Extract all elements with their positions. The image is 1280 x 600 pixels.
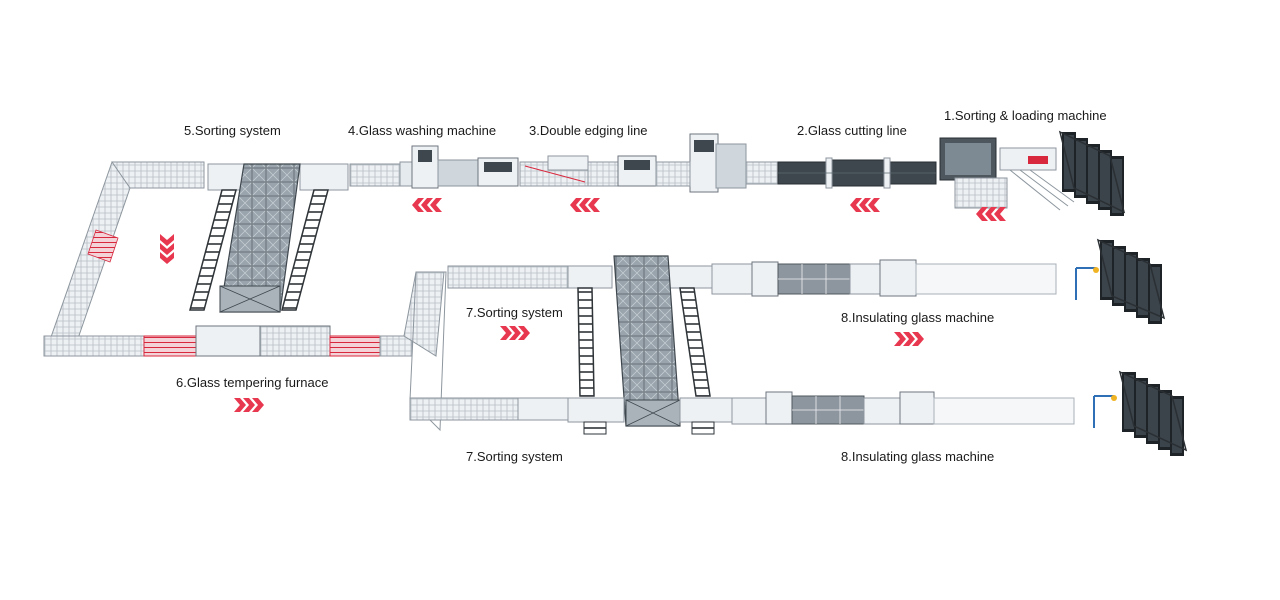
sorting-system-bottom [409, 397, 733, 435]
stage-1-label: 1.Sorting & loading machine [944, 108, 1107, 123]
chevron-arrow-icon [850, 198, 880, 212]
stage-8-label-middle: 8.Insulating glass machine [841, 310, 995, 325]
storage-racks-top-right [1058, 130, 1126, 216]
left-transfer-conveyor [49, 160, 205, 351]
chevron-arrow-icon [976, 207, 1006, 221]
stage-8-label-bottom: 8.Insulating glass machine [841, 449, 995, 464]
chevron-arrow-icon [500, 326, 530, 340]
glass-cutting-line [739, 157, 937, 189]
stage-4-label: 4.Glass washing machine [348, 123, 497, 138]
chevron-arrow-icon [570, 198, 600, 212]
storage-racks-bottom-right [1118, 370, 1188, 456]
stage-7-label-middle: 7.Sorting system [466, 305, 563, 320]
chevron-arrow-icon [412, 198, 442, 212]
stage-2-label: 2.Glass cutting line [797, 123, 907, 138]
stage-3-label: 3.Double edging line [529, 123, 648, 138]
stage-6-label: 6.Glass tempering furnace [176, 375, 329, 390]
insulating-glass-machine-middle [711, 259, 1099, 300]
stage-7-label-bottom: 7.Sorting system [466, 449, 563, 464]
sorting-system-top [189, 163, 349, 313]
double-edging-line [519, 155, 691, 187]
sorting-system-middle [447, 255, 713, 427]
glass-washing-machine [349, 145, 519, 189]
edge-deletion-station [689, 133, 747, 193]
glass-tempering-furnace [43, 271, 447, 432]
chevron-arrow-icon [894, 332, 924, 346]
sorting-loading-machine [939, 137, 1075, 211]
insulating-glass-machine-bottom [731, 391, 1117, 428]
chevron-arrow-icon [234, 398, 264, 412]
stage-5-label: 5.Sorting system [184, 123, 281, 138]
storage-racks-middle-right [1096, 238, 1166, 324]
chevron-arrow-icon [160, 234, 174, 264]
